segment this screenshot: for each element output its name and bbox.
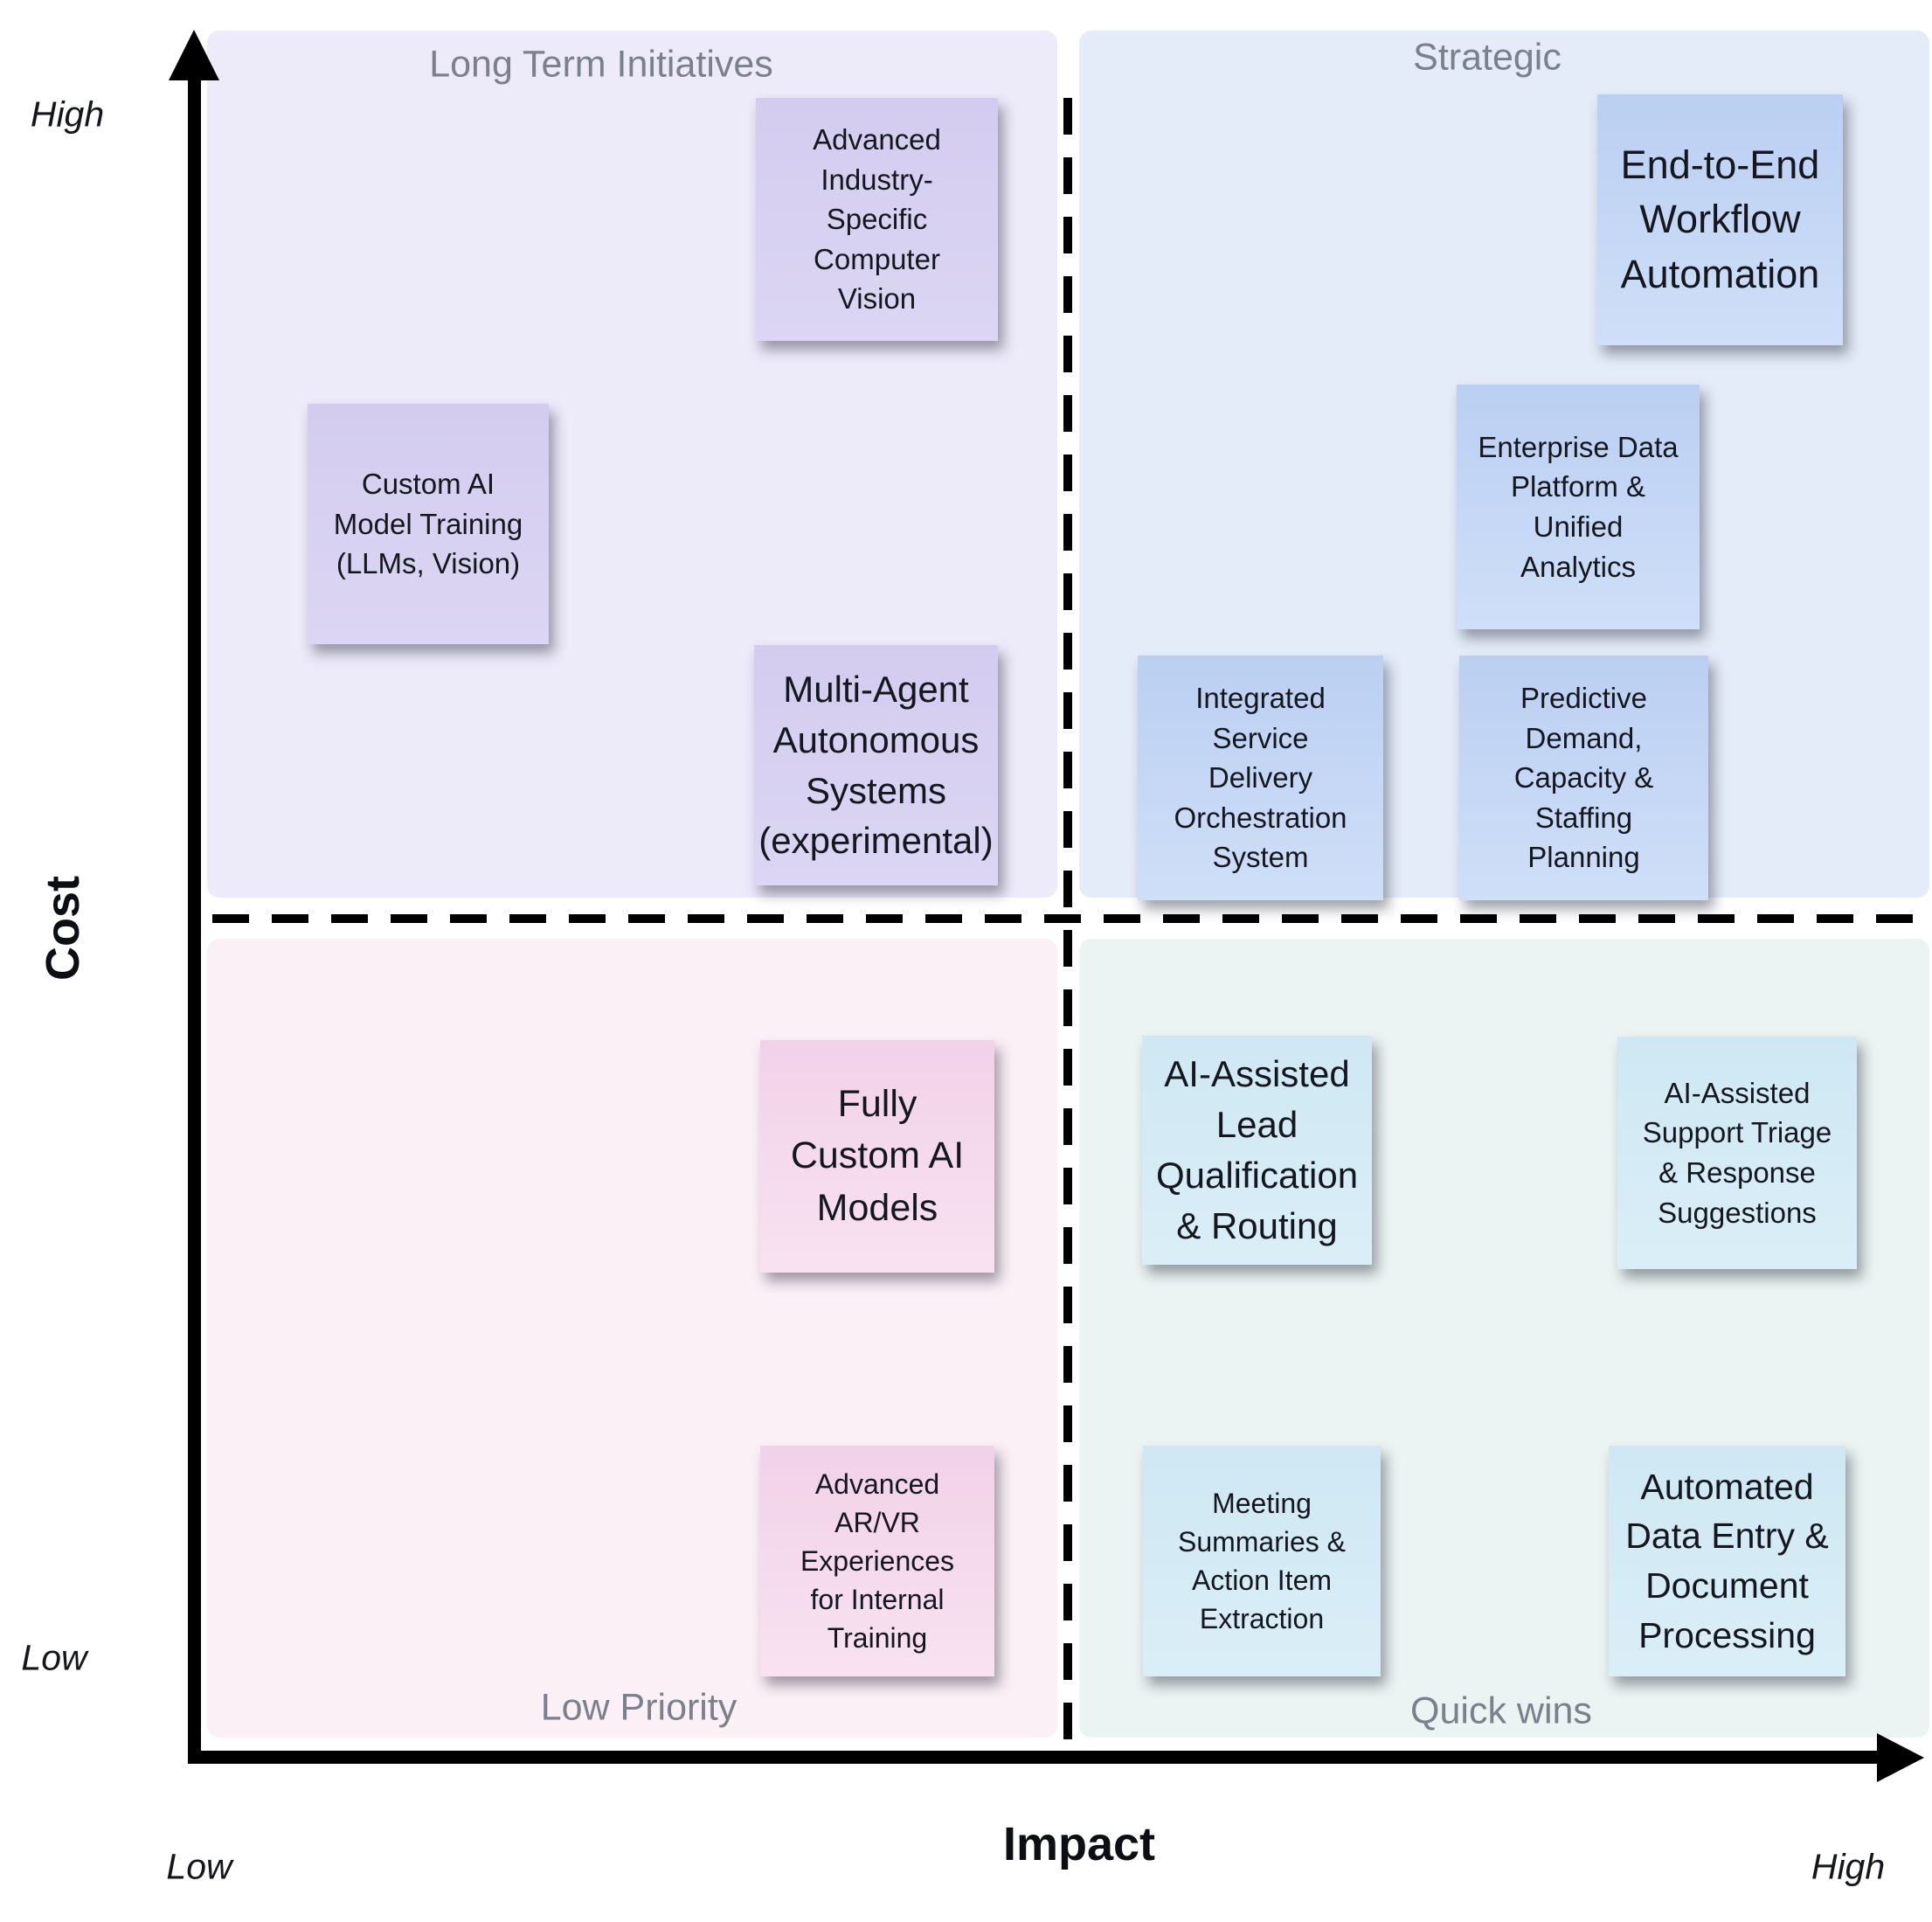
sticky-note-fully-custom-ai-models[interactable]: Fully Custom AI Models	[760, 1040, 994, 1273]
sticky-note-ai-assisted-lead-qualification[interactable]: AI-Assisted Lead Qualification & Routing	[1142, 1036, 1372, 1265]
x-axis-line	[188, 1751, 1879, 1764]
y-axis-high-label: High	[30, 94, 105, 135]
quadrant-label-strategic: Strategic	[1413, 36, 1562, 79]
x-axis-arrowhead-icon	[1877, 1733, 1924, 1782]
horizontal-divider-dashed-line	[212, 914, 1927, 923]
x-axis-low-label: Low	[166, 1846, 232, 1887]
x-axis-title: Impact	[1002, 1818, 1156, 1870]
sticky-note-end-to-end-workflow-automation[interactable]: End-to-End Workflow Automation	[1597, 94, 1843, 345]
quadrant-label-long-term-initiatives: Long Term Initiatives	[429, 43, 773, 86]
sticky-note-custom-ai-model-training[interactable]: Custom AI Model Training (LLMs, Vision)	[308, 404, 549, 644]
sticky-note-ai-assisted-support-triage[interactable]: AI-Assisted Support Triage & Response Su…	[1617, 1037, 1857, 1269]
sticky-note-integrated-service-delivery-orchestration[interactable]: Integrated Service Delivery Orchestratio…	[1138, 656, 1383, 900]
y-axis-low-label: Low	[21, 1637, 87, 1678]
quadrant-label-low-priority: Low Priority	[540, 1686, 737, 1729]
quadrant-label-quick-wins: Quick wins	[1410, 1690, 1592, 1732]
y-axis-arrowhead-icon	[169, 30, 219, 80]
y-axis-line	[188, 68, 201, 1762]
sticky-note-enterprise-data-platform[interactable]: Enterprise Data Platform & Unified Analy…	[1457, 385, 1700, 629]
sticky-note-advanced-industry-specific-computer-vision[interactable]: Advanced Industry- Specific Computer Vis…	[756, 98, 998, 341]
sticky-note-automated-data-entry-document-processing[interactable]: Automated Data Entry & Document Processi…	[1609, 1446, 1845, 1676]
x-axis-high-label: High	[1811, 1846, 1886, 1887]
y-axis-title: Cost	[37, 876, 89, 981]
sticky-note-meeting-summaries-action-items[interactable]: Meeting Summaries & Action Item Extracti…	[1143, 1446, 1381, 1676]
sticky-note-predictive-demand-capacity-staffing[interactable]: Predictive Demand, Capacity & Staffing P…	[1459, 656, 1708, 900]
sticky-note-advanced-arvr-experiences[interactable]: Advanced AR/VR Experiences for Internal …	[760, 1446, 994, 1676]
sticky-note-multi-agent-autonomous-systems[interactable]: Multi-Agent Autonomous Systems (experime…	[754, 645, 998, 885]
